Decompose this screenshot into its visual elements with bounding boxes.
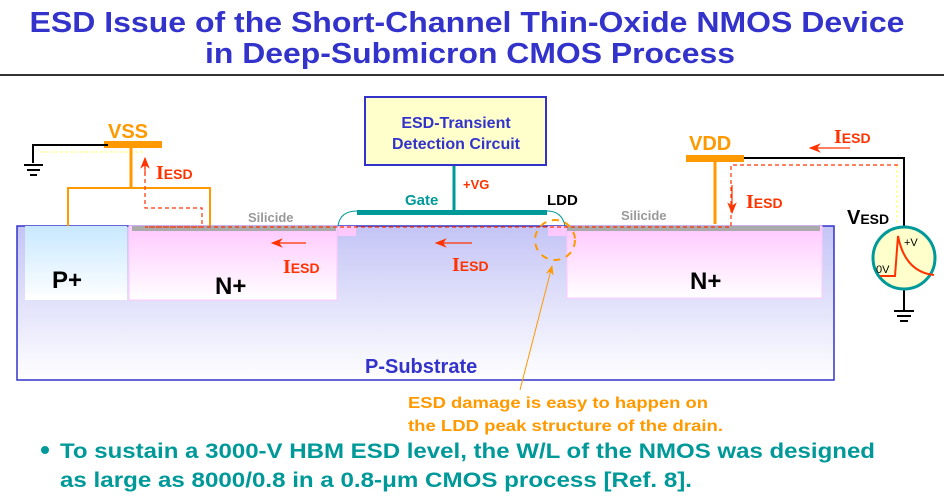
ldd-right [548,226,566,236]
bullet-icon [41,446,49,454]
vdd-label: VDD [689,133,731,155]
esd-voltage-source-icon [871,225,937,291]
bullet-line-1: To sustain a 3000-V HBM ESD level, the W… [60,440,875,463]
esd-current-path [144,160,898,228]
vesd-wire [744,157,905,227]
silicide-left [132,226,336,231]
annotation-line-2: the LDD peak structure of the drain. [408,418,723,435]
vg-label: +VG [463,177,489,192]
n-plus-left-label: N+ [215,273,246,300]
iesd-label-vdd: IESD [746,191,783,213]
title-line-1: ESD Issue of the Short-Channel Thin-Oxid… [30,7,905,39]
vss-contacts [67,187,211,226]
vdd-bar [686,155,744,162]
p-plus-region [25,226,127,300]
ldd-label: LDD [547,192,578,209]
ground-icon [24,164,43,176]
vss-label: VSS [108,121,148,143]
iesd-label-vss: IESD [156,162,193,184]
detection-circuit-line-1: ESD-Transient [401,115,511,132]
gate-electrode [357,210,547,215]
ground-icon [894,310,914,322]
gate-spacer-right [546,210,566,227]
silicide-right-label: Silicide [621,208,667,223]
bullet-line-2: as large as 8000/0.8 in a 0.8-μm CMOS pr… [60,469,692,492]
n-plus-left-region [128,225,338,301]
n-plus-right-region [566,225,823,299]
p-plus-label: P+ [52,267,82,294]
substrate-label: P-Substrate [365,356,477,378]
source-zero-v-label: 0V [876,264,890,276]
silicide-right [567,226,820,231]
n-plus-right-label: N+ [690,268,721,295]
title-line-2: in Deep-Submicron CMOS Process [205,38,735,70]
iesd-label-channel: IESD [452,254,489,276]
vss-bar [104,141,162,148]
annotation-pointer [519,265,554,391]
detection-circuit-box [364,96,547,166]
gate-label: Gate [405,192,438,209]
silicide-left-label: Silicide [248,210,294,225]
ldd-left [338,226,356,236]
ldd-damage-highlight [534,219,576,261]
annotation-line-1: ESD damage is easy to happen on [408,395,708,412]
source-plus-v-label: +V [904,237,918,249]
iesd-label-left: IESD [283,256,320,278]
detection-circuit-line-2: Detection Circuit [392,136,521,153]
vss-ground-wire [32,144,108,163]
gate-spacer-left [337,210,358,227]
iesd-label-top: IESD [834,126,871,148]
vesd-label: VESD [847,207,889,229]
